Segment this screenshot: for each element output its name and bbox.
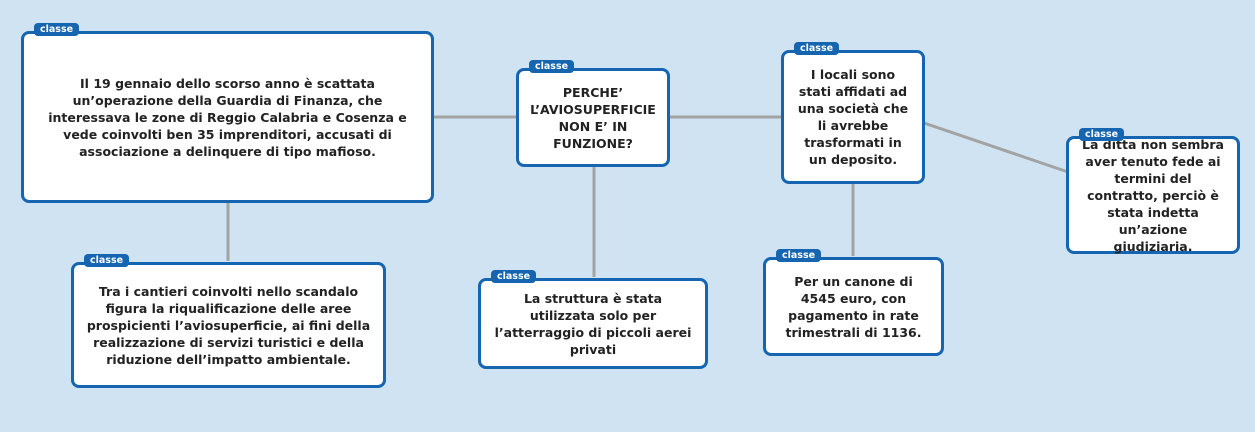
node-text: Tra i cantieri coinvolti nello scandalo … (86, 283, 371, 367)
node-center[interactable]: classe PERCHE’ L’AVIOSUPERFICIE NON E’ I… (516, 60, 670, 167)
node-class-tag: classe (84, 254, 130, 267)
node-text: Il 19 gennaio dello scorso anno è scatta… (48, 75, 407, 159)
node-class-tag: classe (794, 42, 840, 55)
node-center-bottom[interactable]: classe La struttura è stata utilizzata s… (478, 270, 708, 369)
node-left-main[interactable]: classe Il 19 gennaio dello scorso anno è… (21, 23, 434, 203)
node-class-tag: classe (776, 249, 822, 262)
node-text: I locali sono stati affidati ad una soci… (797, 67, 909, 167)
node-text: Per un canone di 4545 euro, con pagament… (785, 273, 922, 340)
edge-right-farright (923, 121, 1069, 174)
node-far-right[interactable]: classe La ditta non sembra aver tenuto f… (1066, 128, 1240, 254)
node-text: La struttura è stata utilizzata solo per… (494, 290, 692, 357)
node-right-bottom[interactable]: classe Per un canone di 4545 euro, con p… (763, 249, 944, 356)
node-text: PERCHE’ L’AVIOSUPERFICIE NON E’ IN FUNZI… (530, 84, 656, 151)
node-left-bottom[interactable]: classe Tra i cantieri coinvolti nello sc… (71, 254, 386, 388)
node-text: La ditta non sembra aver tenuto fede ai … (1082, 136, 1224, 254)
node-class-tag: classe (491, 270, 537, 283)
node-class-tag: classe (1079, 128, 1125, 141)
node-class-tag: classe (529, 60, 575, 73)
node-right-main[interactable]: classe I locali sono stati affidati ad u… (781, 42, 925, 184)
node-class-tag: classe (34, 23, 80, 36)
